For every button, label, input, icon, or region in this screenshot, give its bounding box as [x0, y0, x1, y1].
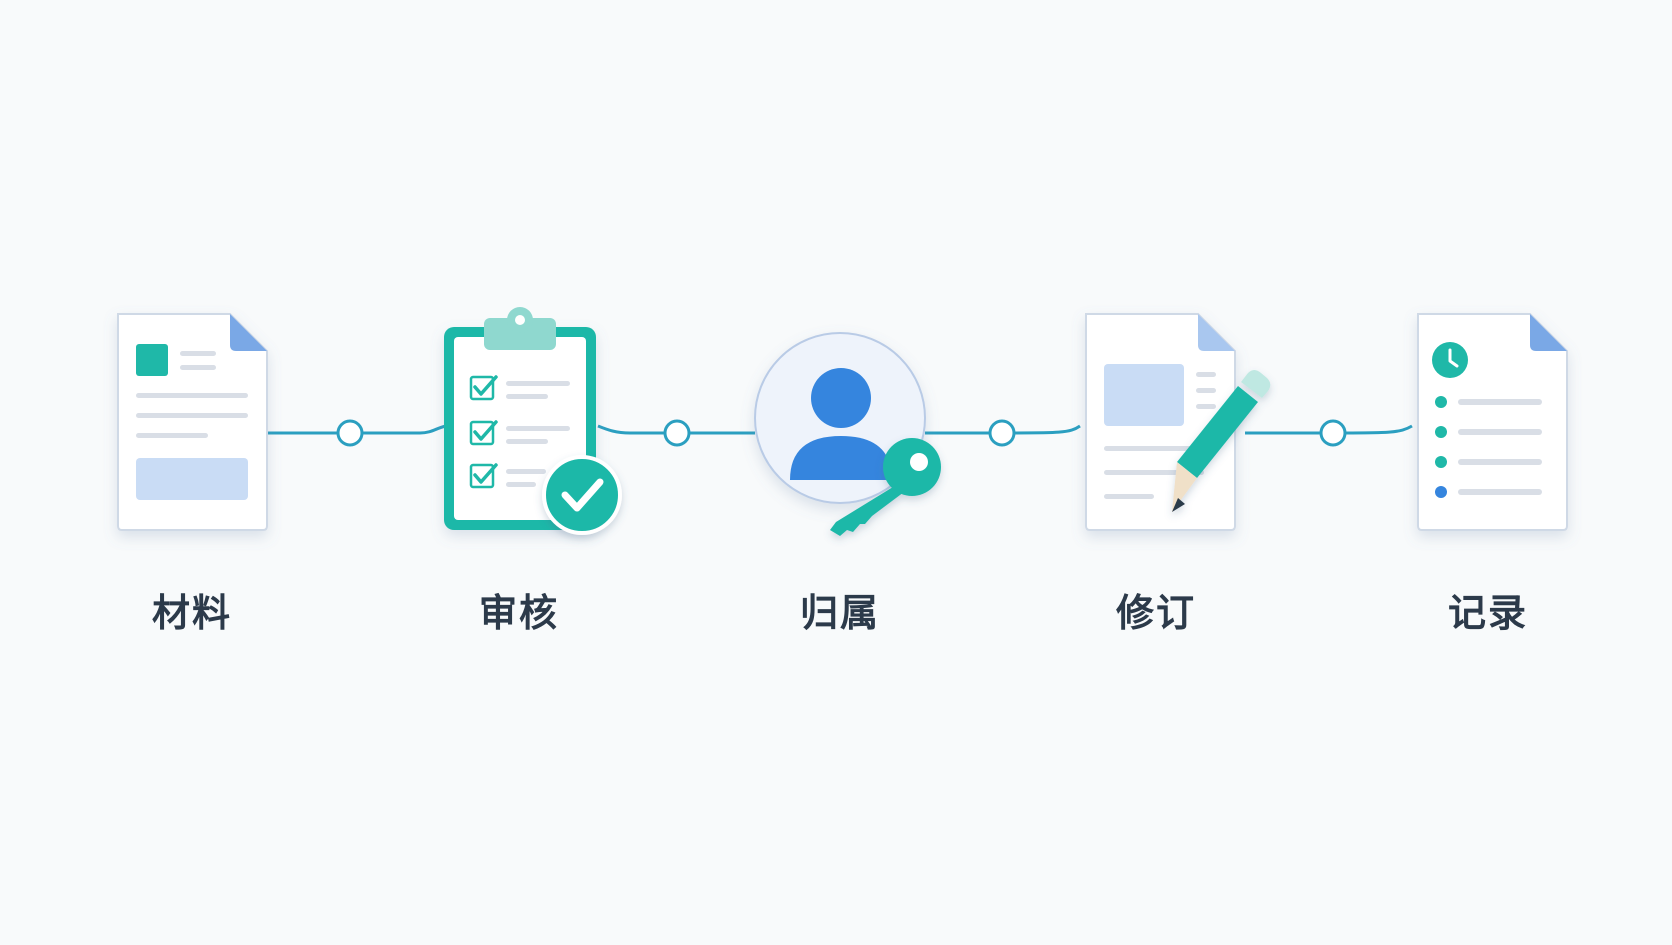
pencil-icon: [1172, 370, 1271, 512]
step-label-record: 记录: [1447, 591, 1528, 635]
connector-node-3: [988, 419, 1016, 447]
check-row-3: [469, 463, 546, 489]
check-row-2: [469, 420, 570, 446]
connector-node-4: [1319, 419, 1347, 447]
step-label-materials: 材料: [151, 591, 232, 635]
step-label-ownership: 归属: [799, 591, 880, 635]
document-clock-list-icon: [1417, 313, 1568, 531]
check-row-1: [469, 375, 570, 401]
document-pencil-icon: [1085, 313, 1271, 531]
connector-node-1: [336, 419, 364, 447]
check-badge-icon: [542, 455, 622, 535]
clock-icon: [1432, 342, 1468, 378]
clipboard-checklist-icon: [444, 307, 622, 535]
document-icon: [117, 313, 268, 531]
step-label-review: 审核: [478, 591, 559, 635]
connector-lines: [267, 419, 1413, 447]
connector-2: [597, 424, 755, 435]
key-icon: [830, 438, 941, 536]
step-label-revision: 修订: [1115, 591, 1196, 635]
connector-node-2: [663, 419, 691, 447]
user-key-icon: [754, 332, 941, 536]
